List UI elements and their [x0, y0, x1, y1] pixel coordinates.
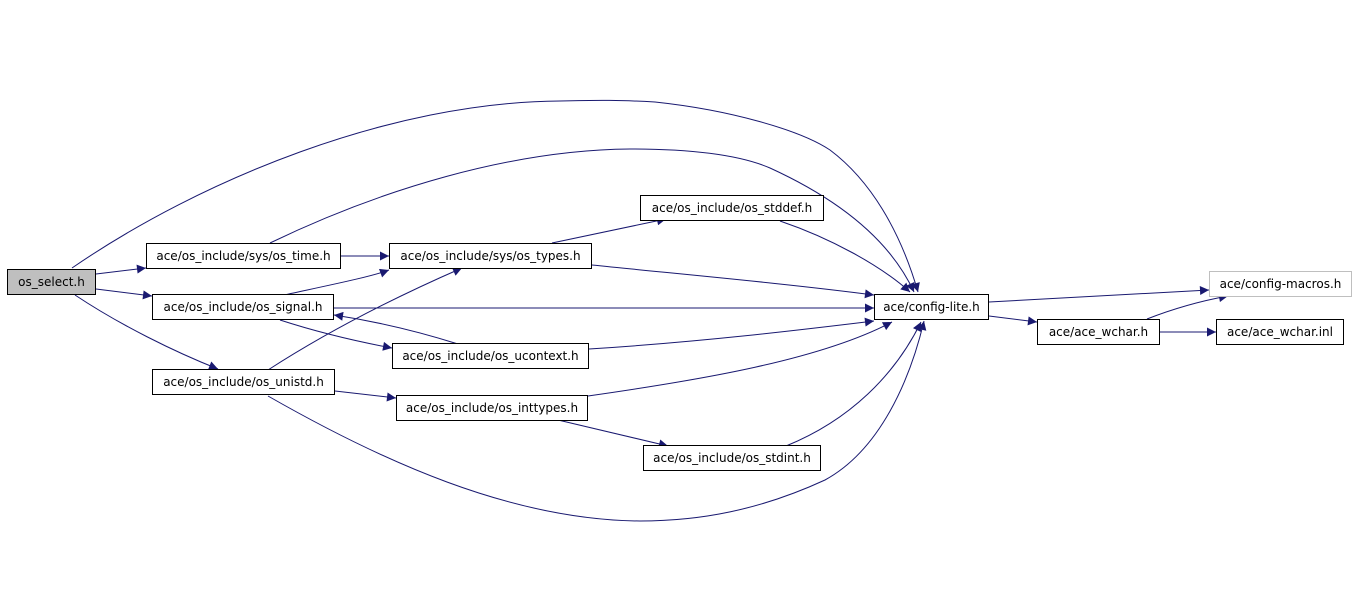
- edge-sys-types-to-stddef: [551, 216, 667, 244]
- node-os-unistd[interactable]: ace/os_include/os_unistd.h: [152, 369, 335, 395]
- edge-config-lite-to-config-macros: [988, 285, 1210, 303]
- edge-stdint-to-config-lite: [785, 321, 922, 447]
- edge-unistd-to-inttypes: [334, 390, 397, 402]
- node-config-lite[interactable]: ace/config-lite.h: [874, 294, 989, 320]
- edge-config-lite-to-ace-wchar: [988, 315, 1038, 326]
- node-os-stdint[interactable]: ace/os_include/os_stdint.h: [643, 445, 821, 471]
- edge-unistd-to-config-lite: [267, 320, 927, 522]
- edge-os-select-to-sys-time: [95, 264, 147, 275]
- edge-inttypes-to-stdint: [557, 419, 669, 449]
- edge-os-select-to-config-lite: [71, 99, 920, 293]
- node-os-stddef[interactable]: ace/os_include/os_stddef.h: [640, 195, 824, 221]
- edge-sys-time-to-config-lite: [269, 148, 915, 293]
- node-os-inttypes[interactable]: ace/os_include/os_inttypes.h: [396, 395, 588, 421]
- edge-sys-types-to-config-lite: [591, 264, 875, 299]
- node-sys-os-time[interactable]: ace/os_include/sys/os_time.h: [146, 243, 341, 269]
- edge-inttypes-to-config-lite: [587, 321, 893, 397]
- edge-stddef-to-config-lite: [779, 220, 911, 293]
- edge-unistd-to-sys-types: [267, 267, 463, 371]
- node-os-ucontext[interactable]: ace/os_include/os_ucontext.h: [392, 343, 589, 369]
- edge-os-select-to-signal: [95, 288, 153, 300]
- node-sys-os-types[interactable]: ace/os_include/sys/os_types.h: [389, 243, 592, 269]
- edge-signal-to-sys-types: [283, 268, 390, 296]
- edge-ace-wchar-to-config-macros: [1146, 293, 1229, 320]
- edge-ucontext-to-config-lite: [588, 317, 875, 350]
- edge-signal-to-ucontext: [279, 319, 393, 351]
- node-ace-wchar-inl[interactable]: ace/ace_wchar.inl: [1216, 319, 1344, 345]
- edge-os-select-to-unistd: [74, 294, 219, 370]
- node-config-macros[interactable]: ace/config-macros.h: [1209, 271, 1352, 297]
- node-os-select[interactable]: os_select.h: [7, 269, 96, 295]
- node-ace-wchar[interactable]: ace/ace_wchar.h: [1037, 319, 1160, 345]
- edge-ucontext-to-signal: [333, 311, 459, 345]
- node-os-signal[interactable]: ace/os_include/os_signal.h: [152, 294, 334, 320]
